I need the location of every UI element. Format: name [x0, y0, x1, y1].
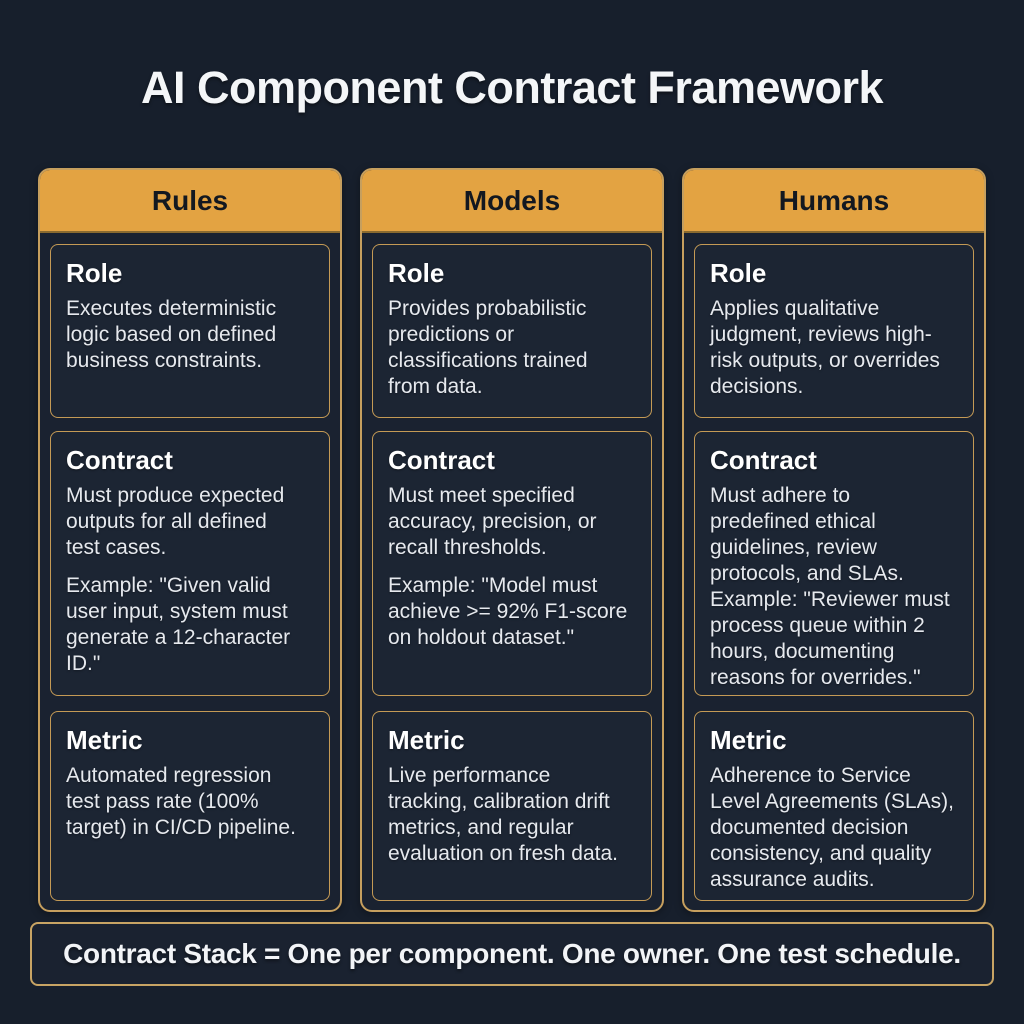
rules-role-heading: Role [66, 258, 123, 288]
humans-contract-heading: Contract [710, 445, 817, 475]
rules-contract-heading: Contract [66, 445, 173, 475]
rules-contract-text: Must produce expected outputs for all de… [66, 484, 285, 560]
models-contract-card: Contract Must meet specified accuracy, p… [372, 431, 652, 696]
humans-role-heading: Role [710, 258, 767, 288]
contract-stack-text: Contract Stack = One per component. One … [63, 938, 961, 969]
humans-role-text: Applies qualitative judgment, reviews hi… [710, 297, 940, 399]
column-rules: Rules Role Executes deterministic logic … [38, 168, 342, 912]
column-humans-cards: Role Applies qualitative judgment, revie… [684, 233, 984, 910]
models-role-card: Role Provides probabilistic predictions … [372, 244, 652, 418]
column-rules-header: Rules [40, 170, 340, 233]
column-humans-header: Humans [684, 170, 984, 233]
column-models-header: Models [362, 170, 662, 233]
column-humans: Humans Role Applies qualitative judgment… [682, 168, 986, 912]
rules-contract-card: Contract Must produce expected outputs f… [50, 431, 330, 696]
models-role-heading: Role [388, 258, 445, 288]
rules-metric-card: Metric Automated regression test pass ra… [50, 711, 330, 901]
column-models-cards: Role Provides probabilistic predictions … [362, 233, 662, 910]
rules-metric-heading: Metric [66, 725, 143, 755]
models-metric-text: Live performance tracking, calibration d… [388, 764, 618, 866]
rules-role-card: Role Executes deterministic logic based … [50, 244, 330, 418]
models-role-text: Provides probabilistic predictions or cl… [388, 297, 588, 399]
humans-contract-card: Contract Must adhere to predefined ethic… [694, 431, 974, 696]
models-contract-heading: Contract [388, 445, 495, 475]
contract-stack-banner: Contract Stack = One per component. One … [30, 922, 994, 986]
humans-role-card: Role Applies qualitative judgment, revie… [694, 244, 974, 418]
column-rules-cards: Role Executes deterministic logic based … [40, 233, 340, 910]
page-title: AI Component Contract Framework [140, 62, 884, 113]
models-metric-card: Metric Live performance tracking, calibr… [372, 711, 652, 901]
models-contract-example: Example: "Model must achieve >= 92% F1-s… [388, 574, 628, 650]
humans-metric-heading: Metric [710, 725, 787, 755]
column-models: Models Role Provides probabilistic predi… [360, 168, 664, 912]
models-metric-heading: Metric [388, 725, 465, 755]
humans-metric-card: Metric Adherence to Service Level Agreem… [694, 711, 974, 901]
humans-metric-text: Adherence to Service Level Agreements (S… [710, 764, 954, 892]
rules-role-text: Executes deterministic logic based on de… [66, 297, 277, 373]
models-contract-text: Must meet specified accuracy, precision,… [388, 484, 597, 560]
rules-metric-text: Automated regression test pass rate (100… [66, 764, 296, 840]
humans-contract-text: Must adhere to predefined ethical guidel… [710, 484, 904, 586]
humans-contract-example: Example: "Reviewer must process queue wi… [710, 588, 950, 690]
rules-contract-example: Example: "Given valid user input, system… [66, 574, 291, 676]
columns-container: Rules Role Executes deterministic logic … [38, 168, 986, 912]
